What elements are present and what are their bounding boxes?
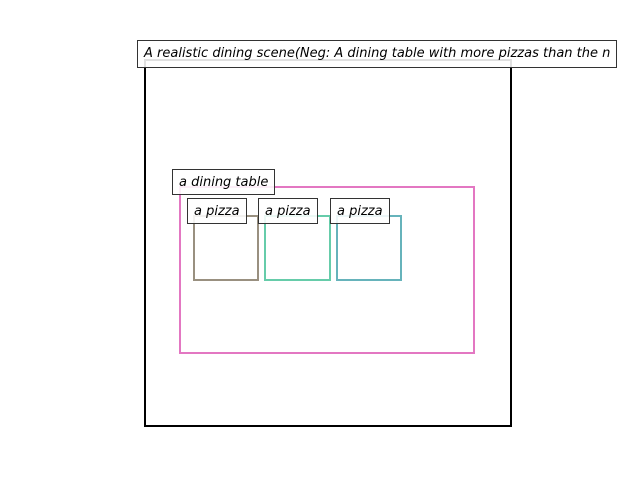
pizza-label-3: a pizza xyxy=(330,198,390,224)
dining-table-box xyxy=(179,186,475,354)
dining-table-label: a dining table xyxy=(172,169,276,195)
pizza-label-1: a pizza xyxy=(187,198,247,224)
scene-caption: A realistic dining scene(Neg: A dining t… xyxy=(137,40,618,68)
pizza-label-2: a pizza xyxy=(258,198,318,224)
